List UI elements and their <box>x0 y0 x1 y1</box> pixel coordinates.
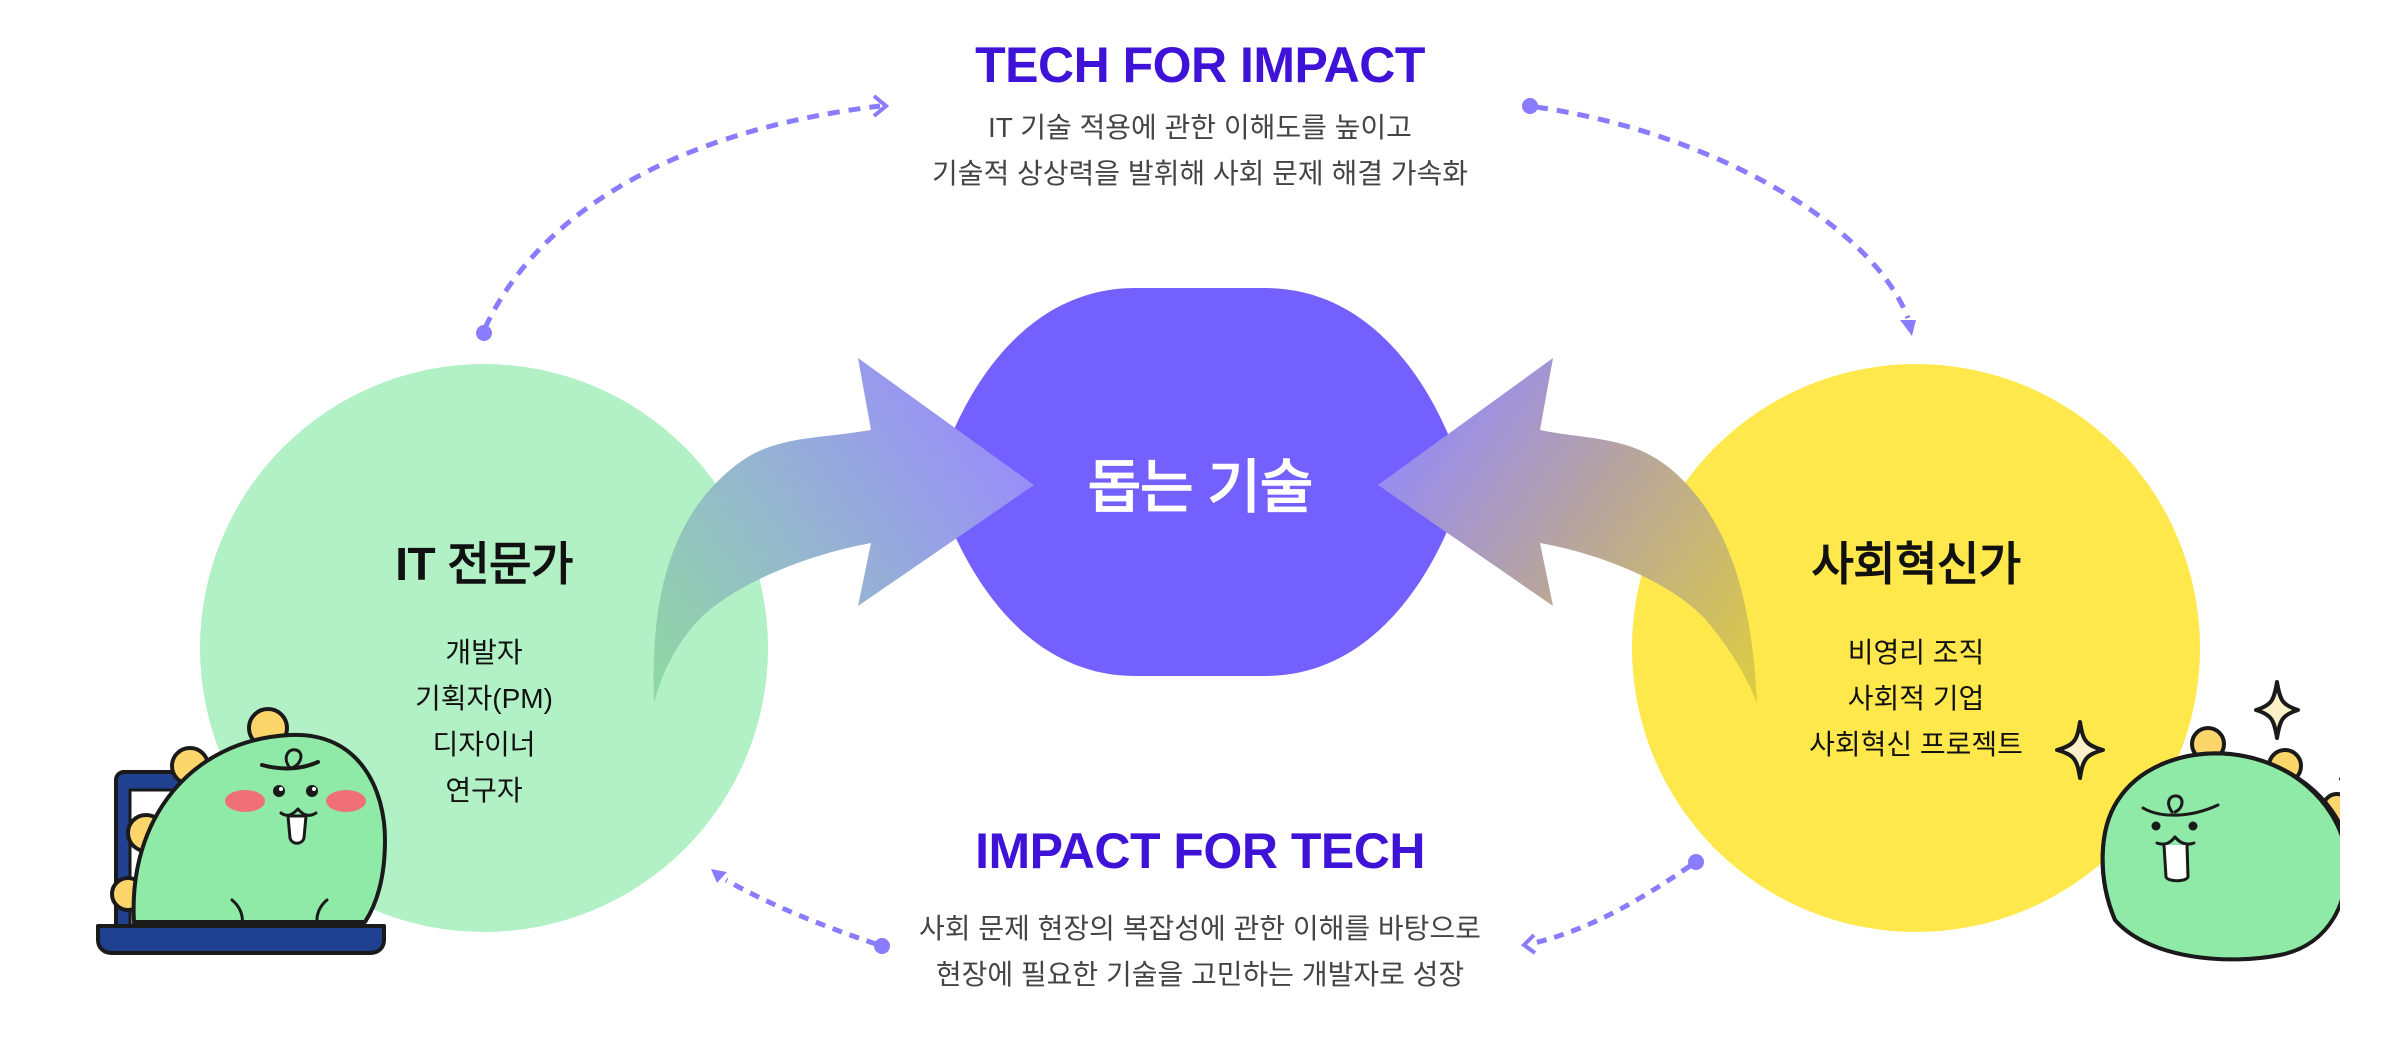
left-circle-title: IT 전문가 <box>395 538 573 590</box>
right-circle-item: 사회적 기업 <box>1847 683 1985 714</box>
triangle-up-left-icon <box>711 869 727 883</box>
dashed-arrow-bottom-left-dot <box>874 938 890 954</box>
left-circle-item: 연구자 <box>445 775 523 806</box>
right-circle-title: 사회혁신가 <box>1811 538 2021 590</box>
triangle-down-icon <box>1900 320 1916 336</box>
bottom-description: 사회 문제 현장의 복잡성에 관한 이해를 바탕으로 현장에 필요한 기술을 고… <box>0 906 2400 998</box>
right-circle-item: 비영리 조직 <box>1847 637 1985 668</box>
center-blob-shape <box>935 288 1465 676</box>
dinosaur-mascot-with-laptop-icon <box>96 707 387 955</box>
chevron-left-icon <box>1520 933 1537 955</box>
left-circle-item: 개발자 <box>445 637 523 668</box>
left-circle-item: 기획자(PM) <box>415 683 553 714</box>
bottom-headline: IMPACT FOR TECH <box>975 823 1425 879</box>
bottom-description-line-1: 사회 문제 현장의 복잡성에 관한 이해를 바탕으로 <box>919 913 1481 944</box>
right-circle-content: 사회혁신가 비영리 조직 사회적 기업 사회혁신 프로젝트 <box>1716 528 2116 768</box>
dashed-arrow-bottom-left <box>724 877 877 947</box>
top-headline: TECH FOR IMPACT <box>975 37 1425 93</box>
dashed-arrow-bottom-right <box>1529 863 1692 947</box>
left-circle-items: 개발자 기획자(PM) 디자이너 연구자 <box>284 630 684 814</box>
left-circle-content: IT 전문가 개발자 기획자(PM) 디자이너 연구자 <box>284 528 684 814</box>
curved-gradient-arrow-right-icon <box>653 358 1034 703</box>
right-circle-items: 비영리 조직 사회적 기업 사회혁신 프로젝트 <box>1716 630 2116 768</box>
top-description-line-2: 기술적 상상력을 발휘해 사회 문제 해결 가속화 <box>931 158 1469 189</box>
dashed-arrow-top-right <box>1535 104 1911 319</box>
left-circle-item: 디자이너 <box>432 729 536 760</box>
chevron-right-icon <box>872 94 890 118</box>
right-circle-shape <box>1632 364 2200 932</box>
dinosaur-mascot-with-sparkles-icon <box>2055 680 2340 962</box>
dashed-arrow-top-right-dot <box>1522 98 1538 114</box>
dashed-arrow-bottom-right-dot <box>1688 854 1704 870</box>
top-description: IT 기술 적용에 관한 이해도를 높이고 기술적 상상력을 발휘해 사회 문제… <box>0 105 2400 197</box>
curved-gradient-arrow-left-icon <box>1378 358 1757 703</box>
bottom-description-line-2: 현장에 필요한 기술을 고민하는 개발자로 성장 <box>935 959 1465 990</box>
dashed-arrow-top-left-dot <box>476 325 492 341</box>
top-description-line-1: IT 기술 적용에 관한 이해도를 높이고 <box>988 112 1412 143</box>
right-circle-item: 사회혁신 프로젝트 <box>1809 729 2023 760</box>
center-label: 돕는 기술 <box>1087 455 1314 520</box>
